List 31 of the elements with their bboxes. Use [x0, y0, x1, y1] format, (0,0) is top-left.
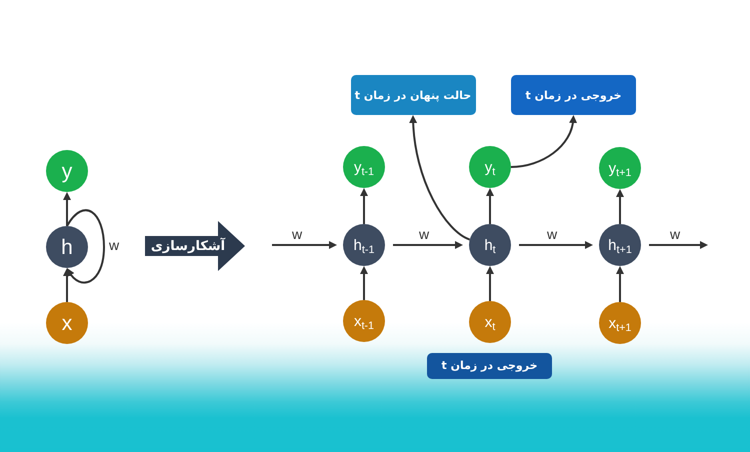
- circle-node: y$_{t-1}$: [343, 146, 385, 188]
- circle-node: y$_{t}$: [469, 146, 511, 188]
- arrow: [486, 188, 494, 224]
- block-arrow: آشکارسازی: [145, 221, 245, 271]
- curved-arrow: [66, 209, 105, 284]
- callout-box: خروجی در زمان t: [511, 75, 636, 115]
- circle-node: x: [46, 302, 88, 344]
- circle-node: h$_{t-1}$: [343, 224, 385, 266]
- circle-node: h$_{t+1}$: [599, 224, 641, 266]
- circle-node: x$_{t}$: [469, 301, 511, 343]
- arrow: [63, 192, 71, 226]
- curved-arrow: [510, 115, 577, 168]
- circle-node: h$_{t}$: [469, 224, 511, 266]
- arrow: [360, 188, 368, 224]
- circle-node: h: [46, 226, 88, 268]
- arrow: [649, 241, 708, 249]
- callout-box: حالت پنهان در زمان t: [350, 75, 476, 115]
- circle-node: y: [46, 150, 88, 192]
- arrow: [616, 189, 624, 224]
- arrow: [393, 241, 463, 249]
- arrow: [519, 241, 593, 249]
- circle-node: x$_{t-1}$: [343, 300, 385, 342]
- arrow: [486, 266, 494, 301]
- arrow: [63, 268, 71, 302]
- circle-node: x$_{t+1}$: [599, 302, 641, 344]
- circle-node: y$_{t+1}$: [599, 147, 641, 189]
- arrow: [616, 266, 624, 302]
- arrow: [360, 266, 368, 300]
- callout-box: خروجی در زمان t: [427, 352, 552, 378]
- curved-arrow: [409, 115, 470, 240]
- arrow: [272, 241, 337, 249]
